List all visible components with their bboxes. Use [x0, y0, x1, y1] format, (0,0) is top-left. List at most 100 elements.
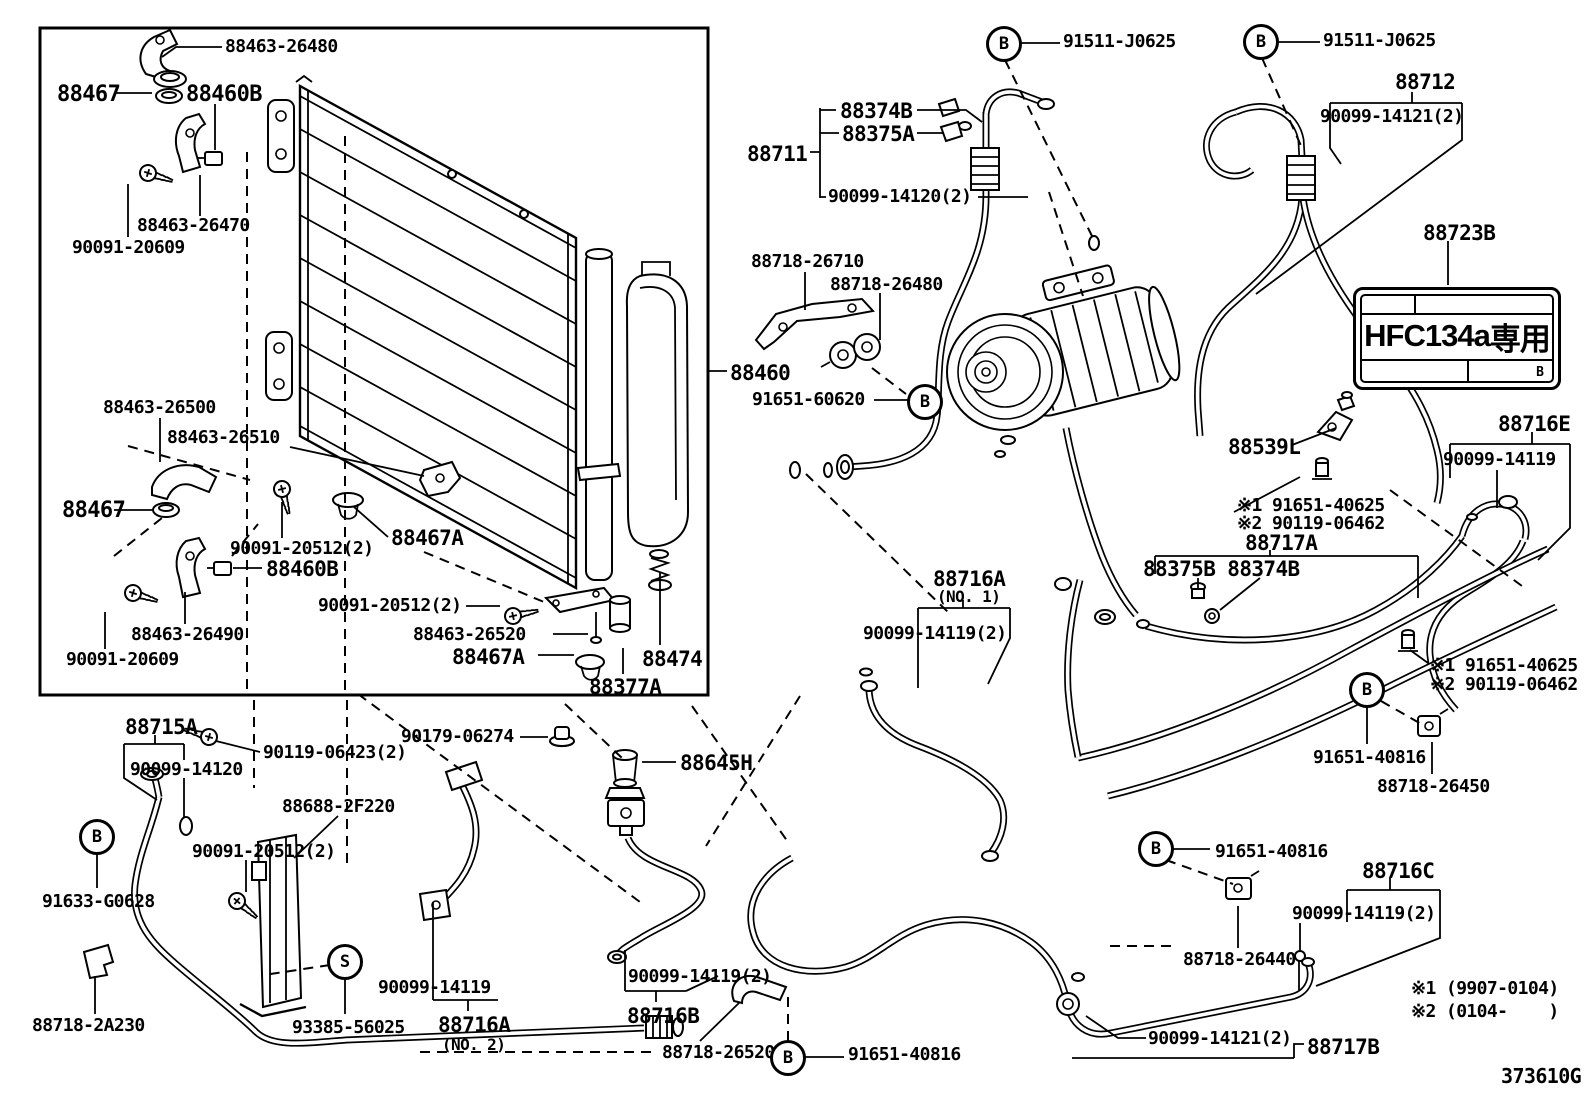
part-callout: 88460 [730, 361, 791, 385]
part-callout: 88716A [933, 567, 1006, 591]
clip-88460B-top [198, 151, 223, 166]
grommet-88467-top [153, 70, 187, 104]
part-callout: 88645H [680, 751, 753, 775]
part-callout: 88463-26510 [167, 427, 280, 448]
part-callout: 88377A [589, 675, 662, 699]
part-callout: 88467A [452, 645, 525, 669]
part-callout: 88463-26520 [413, 624, 526, 645]
circled-letter-B: B [79, 819, 115, 855]
part-callout: 88716A [438, 1013, 511, 1037]
part-callout: 88463-26500 [103, 397, 216, 418]
part-callout: 88467A [391, 526, 464, 550]
hfc-label-bottom-cell [1362, 359, 1469, 381]
part-callout: 88717A [1245, 531, 1318, 555]
part-callout: 88474 [642, 647, 703, 671]
part-callout: 91511-J0625 [1063, 31, 1176, 52]
part-callout: 88718-26710 [751, 251, 864, 272]
part-callout: 88467 [57, 82, 121, 107]
hfc-label-top-row [1362, 296, 1552, 315]
part-callout: ※1 91651-40625 [1237, 495, 1385, 516]
part-callout: (NO. 2) [442, 1035, 506, 1054]
part-callout: 91651-40816 [848, 1044, 961, 1065]
part-callout: 91651-40816 [1215, 841, 1328, 862]
part-callout: 88460B [186, 82, 262, 107]
part-callout: 88688-2F220 [282, 796, 395, 817]
part-callout: 91651-60620 [752, 389, 865, 410]
circled-letter-B: B [907, 384, 943, 420]
part-callout: 90091-20512(2) [318, 595, 462, 616]
hfc-label-top-cell [1362, 296, 1416, 313]
condenser-core [295, 74, 578, 591]
part-callout: ※2 90119-06462 [1237, 513, 1385, 534]
part-callout: 88716E [1498, 412, 1571, 436]
hose-fittings [645, 147, 1316, 1039]
circled-letter-B: B [1138, 831, 1174, 867]
part-callout: 88463-26470 [137, 215, 250, 236]
pipes [135, 92, 1556, 1043]
condenser-assembly-box [38, 26, 710, 697]
clip-88460B-mid [207, 561, 232, 576]
part-callout: 91651-40816 [1313, 747, 1426, 768]
part-callout: 88467 [62, 498, 126, 523]
compressor [946, 264, 1181, 458]
tube-88377A [609, 595, 631, 633]
part-callout: 88716C [1362, 859, 1435, 883]
dashed-lines [113, 57, 1523, 1053]
part-callout: 88374B [840, 99, 913, 123]
hfc-refrigerant-text: HFC134a [1364, 318, 1491, 353]
part-callout: 88717B [1307, 1035, 1380, 1059]
part-callout: 90099-14120(2) [828, 186, 972, 207]
damper-88467A-1 [332, 492, 364, 520]
part-callout: 91633-G0628 [42, 891, 155, 912]
part-callout: ※1 91651-40625 [1430, 655, 1578, 676]
part-callout: (NO. 1) [937, 587, 1001, 606]
part-callout: 88718-2A230 [32, 1015, 145, 1036]
bracket-88463-26470 [174, 112, 207, 174]
bracket-88463-26480 [139, 28, 179, 82]
part-callout: 88375B 88374B [1143, 557, 1300, 581]
part-callout: 88463-26490 [131, 624, 244, 645]
drier-element-88474 [625, 261, 690, 591]
part-callout: 88375A [842, 122, 915, 146]
circled-letter-S: S [327, 944, 363, 980]
part-callout: 90099-14119(2) [863, 623, 1007, 644]
part-callout: 88712 [1395, 70, 1456, 94]
part-callout: 90099-14119 [1443, 449, 1556, 470]
figure-code: 373610G [1501, 1064, 1582, 1088]
part-callout: 90091-20609 [66, 649, 179, 670]
bracket-88463-26490 [175, 536, 207, 599]
mount-tabs [265, 99, 295, 401]
part-callout: 88711 [747, 142, 808, 166]
production-note: ※2 (0104- ) [1411, 1001, 1559, 1022]
part-callout: 88718-26480 [830, 274, 943, 295]
leader-lines [94, 41, 1571, 1059]
part-callout: 88716B [627, 1004, 700, 1028]
part-callout: 91511-J0625 [1323, 30, 1436, 51]
part-callout: 90091-20512(2) [230, 538, 374, 559]
part-callout: 88715A [125, 715, 198, 739]
bracket-88463-26510 [418, 460, 462, 498]
damper-88467A-2 [575, 654, 605, 681]
part-callout: 88723B [1423, 221, 1496, 245]
circled-letter-B: B [986, 26, 1022, 62]
part-callout: 90179-06274 [401, 726, 514, 747]
part-callout: 88718-26440 [1183, 949, 1296, 970]
bracket-88463-26500 [151, 464, 218, 518]
part-callout: 88539L [1228, 435, 1301, 459]
part-callout: 90099-14120 [130, 759, 243, 780]
receiver-drier [576, 248, 622, 581]
o-ring [789, 461, 801, 479]
hfc-label-bottom-row: B [1362, 359, 1552, 381]
small-hardware [82, 97, 1518, 1018]
part-callout: 90091-20512(2) [192, 841, 336, 862]
production-note: ※1 (9907-0104) [1411, 978, 1559, 999]
part-callout: 90091-20609 [72, 237, 185, 258]
part-callout: 90119-06423(2) [263, 742, 407, 763]
hfc-label-corner-glyph: B [1536, 365, 1544, 380]
circled-letter-B: B [770, 1040, 806, 1076]
part-callout: 90099-14119 [378, 977, 491, 998]
